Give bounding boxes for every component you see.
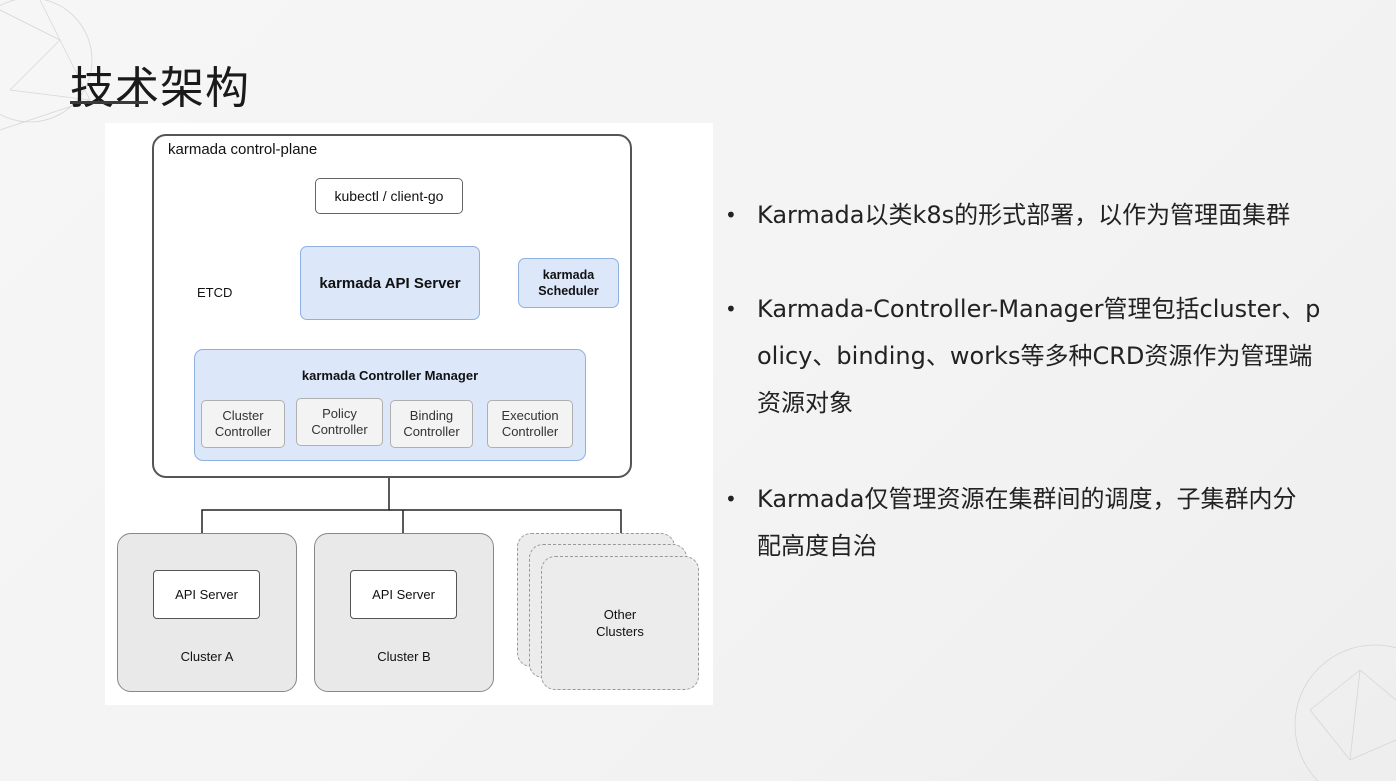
cluster-b-label: Cluster B: [377, 649, 431, 664]
cluster-b-api-server: API Server: [350, 570, 457, 619]
execution-controller-box: Execution Controller: [487, 400, 573, 448]
bullet-dot-icon: •: [725, 487, 737, 511]
architecture-diagram: karmada control-plane kubectl / client-g…: [105, 123, 713, 705]
network-decoration-top-left-icon: [0, 0, 93, 131]
etcd-label: ETCD: [197, 285, 233, 300]
bullet-item: • Karmada-Controller-Manager管理包括cluster、…: [725, 286, 1327, 427]
cluster-controller-box: Cluster Controller: [201, 400, 285, 448]
cluster-a-api-server: API Server: [153, 570, 260, 619]
page-title: 技术架构: [70, 63, 250, 114]
bullet-text: Karmada-Controller-Manager管理包括cluster、po…: [757, 295, 1321, 417]
cluster-a-label: Cluster A: [180, 649, 234, 664]
bullet-item: • Karmada仅管理资源在集群间的调度，子集群内分配高度自治: [725, 476, 1317, 570]
bullet-dot-icon: •: [725, 297, 737, 321]
bullet-text: Karmada以类k8s的形式部署，以作为管理面集群: [757, 201, 1291, 229]
bullet-text: Karmada仅管理资源在集群间的调度，子集群内分配高度自治: [757, 485, 1297, 560]
api-server-box: karmada API Server: [300, 246, 480, 320]
kubectl-client-box: kubectl / client-go: [315, 178, 463, 214]
title-underline: [70, 101, 148, 104]
control-plane-label: karmada control-plane: [168, 141, 318, 158]
network-decoration-bottom-right-icon: [1294, 644, 1396, 781]
policy-controller-box: Policy Controller: [296, 398, 383, 446]
controller-manager-label: karmada Controller Manager: [301, 368, 479, 383]
scheduler-box: karmada Scheduler: [518, 258, 619, 308]
bullet-item: • Karmada以类k8s的形式部署，以作为管理面集群: [725, 192, 1337, 239]
binding-controller-box: Binding Controller: [390, 400, 473, 448]
bullet-dot-icon: •: [725, 203, 737, 227]
other-clusters-box: Other Clusters: [541, 556, 699, 690]
